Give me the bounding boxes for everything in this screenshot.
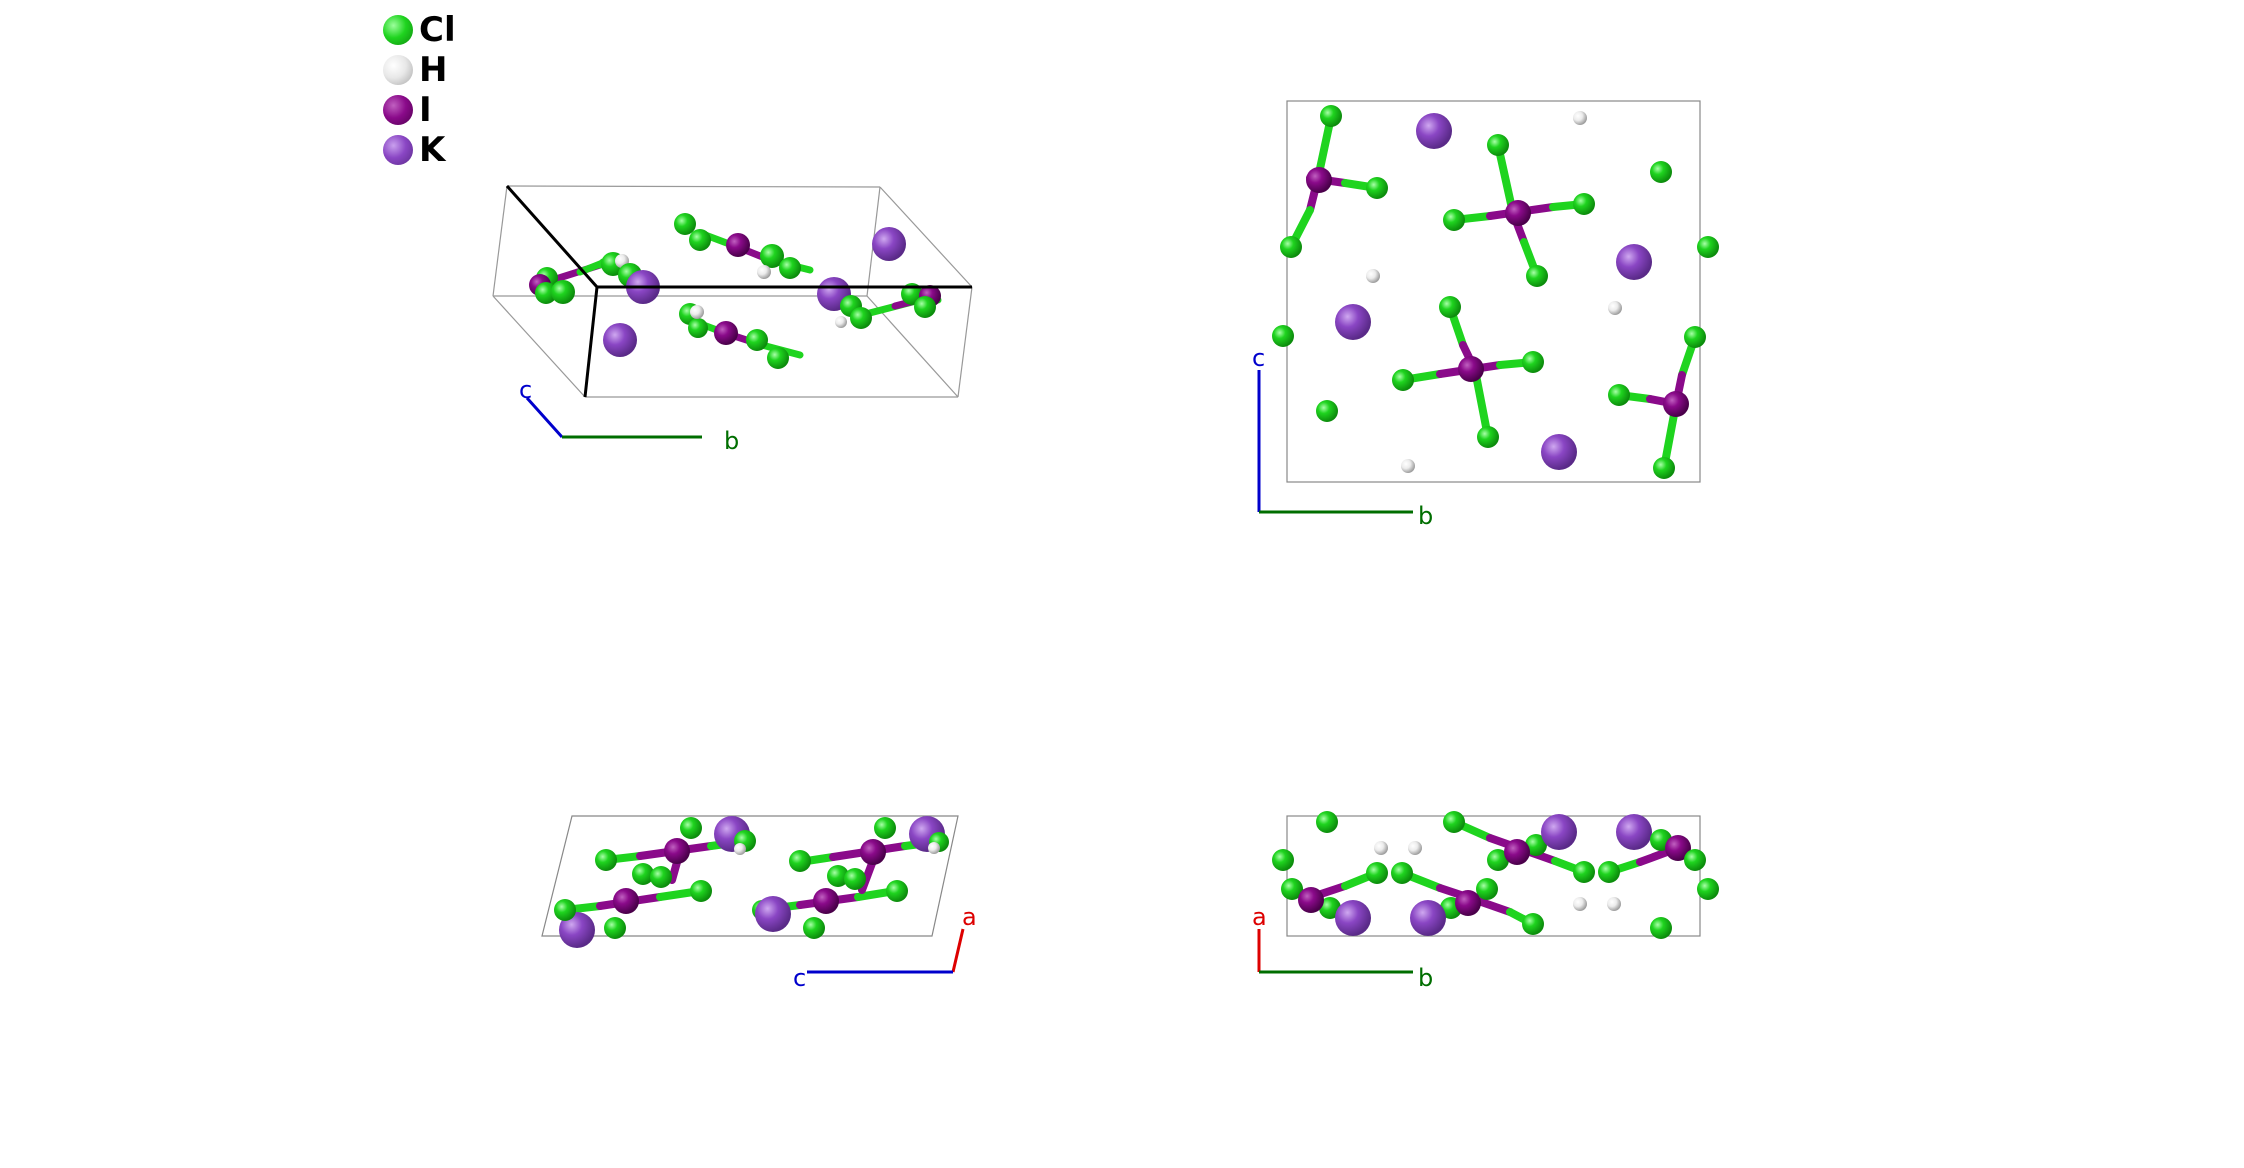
legend-label: Cl [419,10,456,50]
bonds [1287,113,1699,472]
cl-atom-icon [383,15,413,45]
panel-view-along-a [1257,100,1719,514]
atoms [1272,105,1719,479]
axis-label-c: c [1252,344,1265,372]
axis-label-b: b [1418,502,1433,530]
axis-label-c: c [793,964,806,992]
panel-view-along-c [1257,811,1719,974]
legend-item-i: I [383,90,456,130]
i-atom-icon [383,95,413,125]
axis-indicator [1257,370,1413,514]
legend-label: H [419,50,448,90]
unit-cell-outline [1286,100,1701,483]
h-atom-icon [383,55,413,85]
legend-item-k: K [383,130,456,170]
legend-item-cl: Cl [383,10,456,50]
axis-indicator [807,928,965,974]
axis-label-b: b [1418,964,1433,992]
c-axis-line [525,396,564,439]
element-legend: Cl H I K [383,10,456,170]
cell-edges-bold [505,185,972,398]
panel-view-along-b [541,815,965,974]
axis-label-a: a [962,903,977,931]
axis-label-b: b [724,427,739,455]
unit-cell-outline [541,815,959,937]
a-axis-line [951,928,965,973]
atoms [554,816,949,948]
axis-label-a: a [1252,903,1267,931]
legend-item-h: H [383,50,456,90]
axis-indicator [525,396,702,439]
atoms [1272,811,1719,939]
panel-perspective-view [492,185,973,439]
unit-cell-outline [1286,815,1701,937]
legend-label: K [419,130,446,170]
legend-label: I [419,90,432,130]
axis-label-c: c [519,376,532,404]
axis-indicator [1257,929,1413,974]
k-atom-icon [383,135,413,165]
